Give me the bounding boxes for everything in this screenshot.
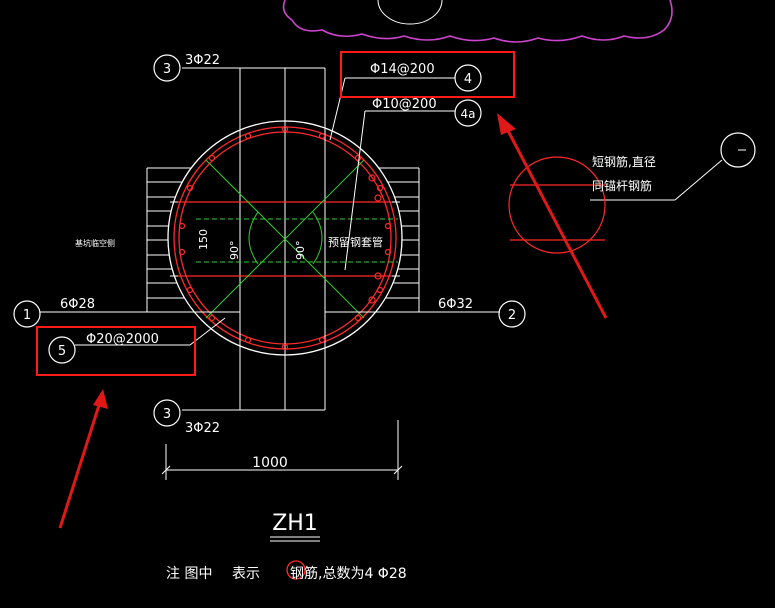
detail-callout-circle bbox=[720, 132, 756, 168]
callout-circles bbox=[13, 54, 526, 427]
note-mid: 表示 bbox=[232, 566, 260, 582]
callout-2: 2 bbox=[508, 308, 516, 323]
dimension-line bbox=[161, 420, 403, 480]
drawing-title: ZH1 bbox=[272, 511, 318, 536]
rebar-label-left: 6Φ28 bbox=[60, 297, 95, 312]
dimension-1000: 1000 bbox=[252, 455, 288, 471]
note-suffix: 钢筋,总数为4 Φ28 bbox=[290, 565, 407, 582]
cloud-circle bbox=[377, 0, 443, 25]
note-rebar-symbol bbox=[286, 560, 306, 580]
red-arrows bbox=[58, 113, 608, 529]
callout-3-top: 3 bbox=[163, 62, 171, 77]
detail-note-line2: 同锚杆钢筋 bbox=[592, 178, 652, 193]
rebar-label-right: 6Φ32 bbox=[438, 297, 473, 312]
highlight-box-left bbox=[36, 326, 196, 376]
rebar-label-stiffener: Φ10@200 bbox=[372, 97, 437, 112]
callout-5: 5 bbox=[58, 344, 66, 359]
rebar-label-bottom: 3Φ22 bbox=[185, 421, 220, 436]
tie-lines bbox=[196, 159, 398, 319]
angle-left-label: 90° bbox=[228, 241, 241, 261]
rebar-label-ring: Φ20@2000 bbox=[86, 332, 159, 347]
revision-cloud bbox=[282, 0, 673, 43]
callout-1: 1 bbox=[23, 308, 31, 323]
rebar-lines bbox=[178, 201, 392, 277]
rebar-dots bbox=[178, 125, 392, 351]
leader-lines bbox=[40, 67, 723, 411]
callout-4a: 4a bbox=[461, 107, 476, 121]
callout-4: 4 bbox=[464, 72, 472, 87]
detail-bars bbox=[510, 184, 605, 241]
left-side-note: 基坑临空侧 bbox=[75, 238, 115, 248]
detail-note-line1: 短钢筋,直径 bbox=[592, 154, 656, 169]
title-underline bbox=[270, 536, 320, 542]
rebar-label-spiral: Φ14@200 bbox=[370, 62, 435, 77]
detail-circle bbox=[508, 156, 606, 254]
preset-pipe-label: 预留钢套管 bbox=[328, 235, 383, 249]
callout-3-bottom: 3 bbox=[163, 407, 171, 422]
rebar-label-top: 3Φ22 bbox=[185, 53, 220, 68]
note-prefix: 注 图中 bbox=[166, 566, 212, 582]
dim-150-label: 150 bbox=[197, 229, 210, 250]
highlight-box-top bbox=[340, 51, 515, 98]
angle-right-label: 90° bbox=[294, 241, 307, 261]
